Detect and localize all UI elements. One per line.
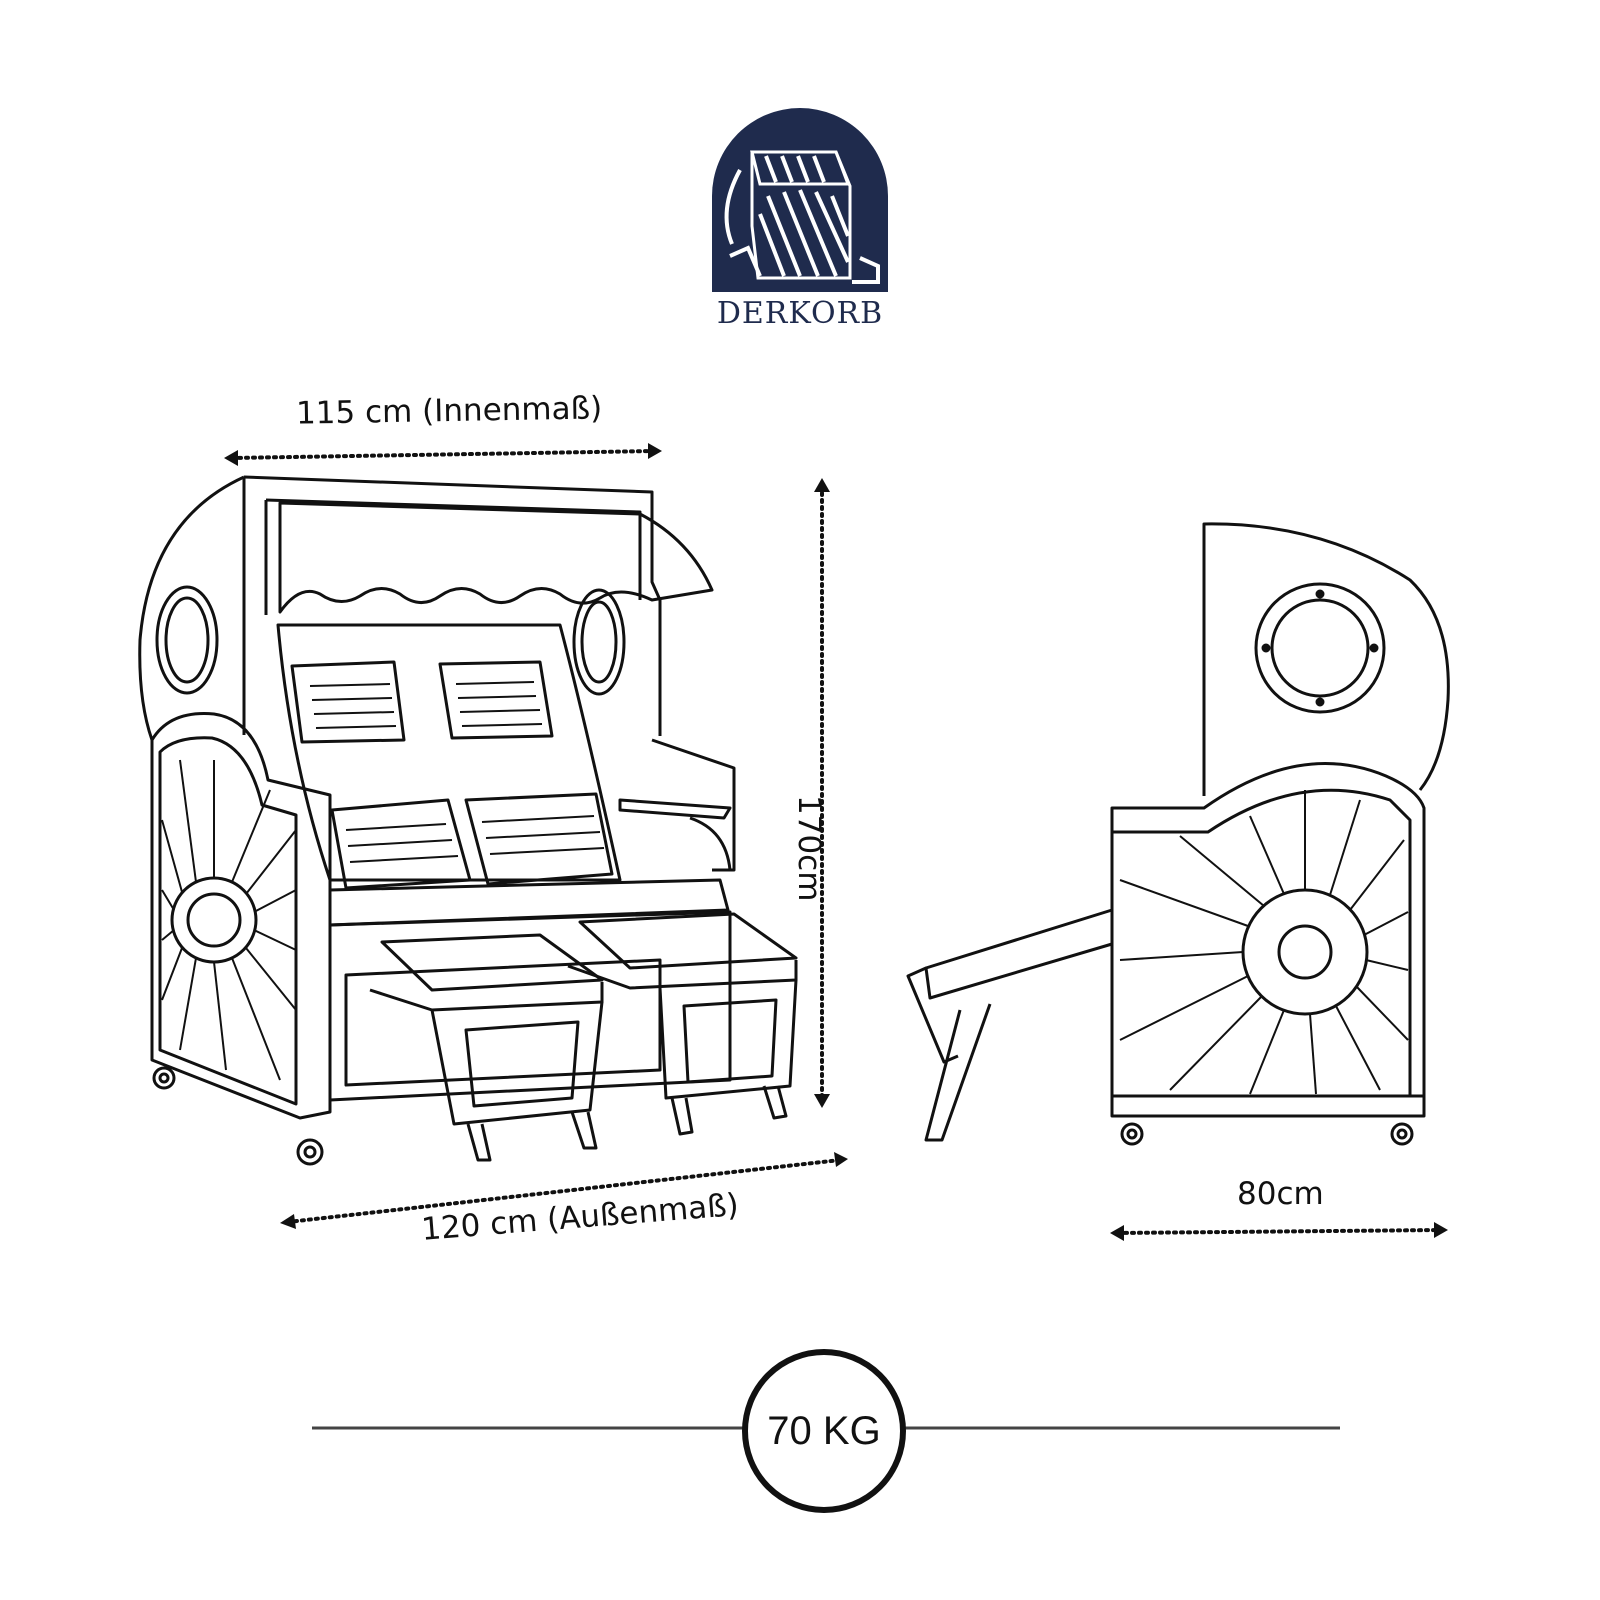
brand-name: DERKORB <box>716 296 884 331</box>
inner-width-arrow <box>230 449 656 460</box>
beach-chair-front-view <box>138 475 798 1166</box>
depth-label: 80cm <box>1237 1176 1324 1212</box>
weight-label: 70 KG <box>767 1409 881 1453</box>
depth-arrow <box>1116 1228 1442 1235</box>
beach-chair-logo-icon <box>712 108 888 292</box>
outer-width-arrow <box>286 1158 842 1224</box>
height-label: 170cm <box>791 795 827 902</box>
inner-width-label: 115 cm (Innenmaß) <box>295 390 603 432</box>
weight-badge: 70 KG <box>742 1349 906 1513</box>
beach-chair-side-view <box>906 522 1450 1146</box>
